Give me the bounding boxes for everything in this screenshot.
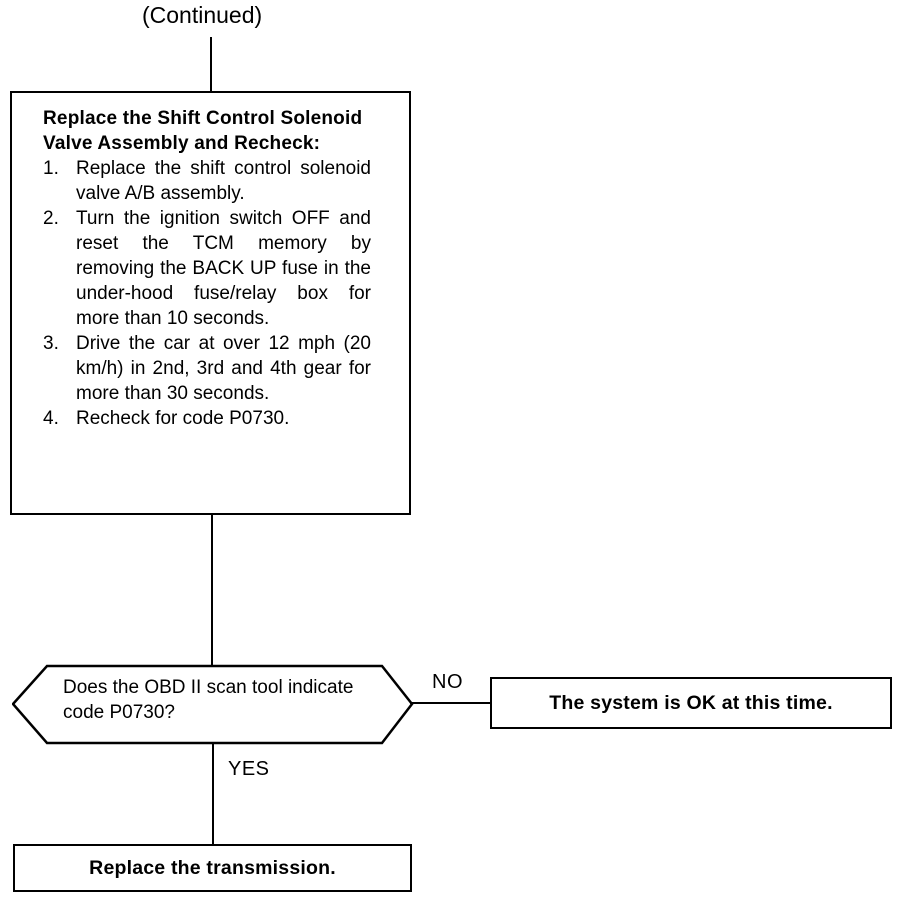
connector-no-branch — [410, 702, 491, 704]
step-number: 4. — [43, 408, 59, 429]
decision-question: Does the OBD II scan tool indi­cate code… — [63, 677, 354, 723]
process-box-title: Replace the Shift Control Solenoid Valve… — [43, 108, 363, 154]
step-number: 1. — [43, 158, 59, 179]
step-text: Turn the ignition switch OFF and reset t… — [76, 208, 371, 329]
process-step-1: 1. Replace the shift control solenoid va… — [43, 156, 385, 206]
step-number: 2. — [43, 208, 59, 229]
yes-branch-label: YES — [228, 758, 270, 780]
system-ok-box: The system is OK at this time. — [490, 677, 892, 729]
connector-continued-to-process — [210, 37, 212, 91]
replace-transmission-text: Replace the transmission. — [89, 856, 336, 879]
step-text: Drive the car at over 12 mph (20 km/h) i… — [76, 333, 371, 404]
decision-node: Does the OBD II scan tool indi­cate code… — [12, 664, 414, 745]
process-step-4: 4. Recheck for code P0730. — [43, 406, 385, 431]
decision-hexagon-shape — [12, 664, 414, 745]
connector-yes-branch — [212, 742, 214, 845]
connector-process-to-decision — [211, 515, 213, 665]
no-branch-label: NO — [432, 671, 463, 693]
process-step-3: 3. Drive the car at over 12 mph (20 km/h… — [43, 331, 385, 406]
system-ok-text: The system is OK at this time. — [549, 691, 833, 714]
continued-label: (Continued) — [142, 2, 263, 28]
step-text: Replace the shift control solenoid valve… — [76, 158, 371, 204]
step-text: Recheck for code P0730. — [76, 408, 290, 429]
process-step-2: 2. Turn the ignition switch OFF and rese… — [43, 206, 385, 331]
step-number: 3. — [43, 333, 59, 354]
process-box: Replace the Shift Control Solenoid Valve… — [10, 91, 411, 515]
replace-transmission-box: Replace the transmission. — [13, 844, 412, 892]
